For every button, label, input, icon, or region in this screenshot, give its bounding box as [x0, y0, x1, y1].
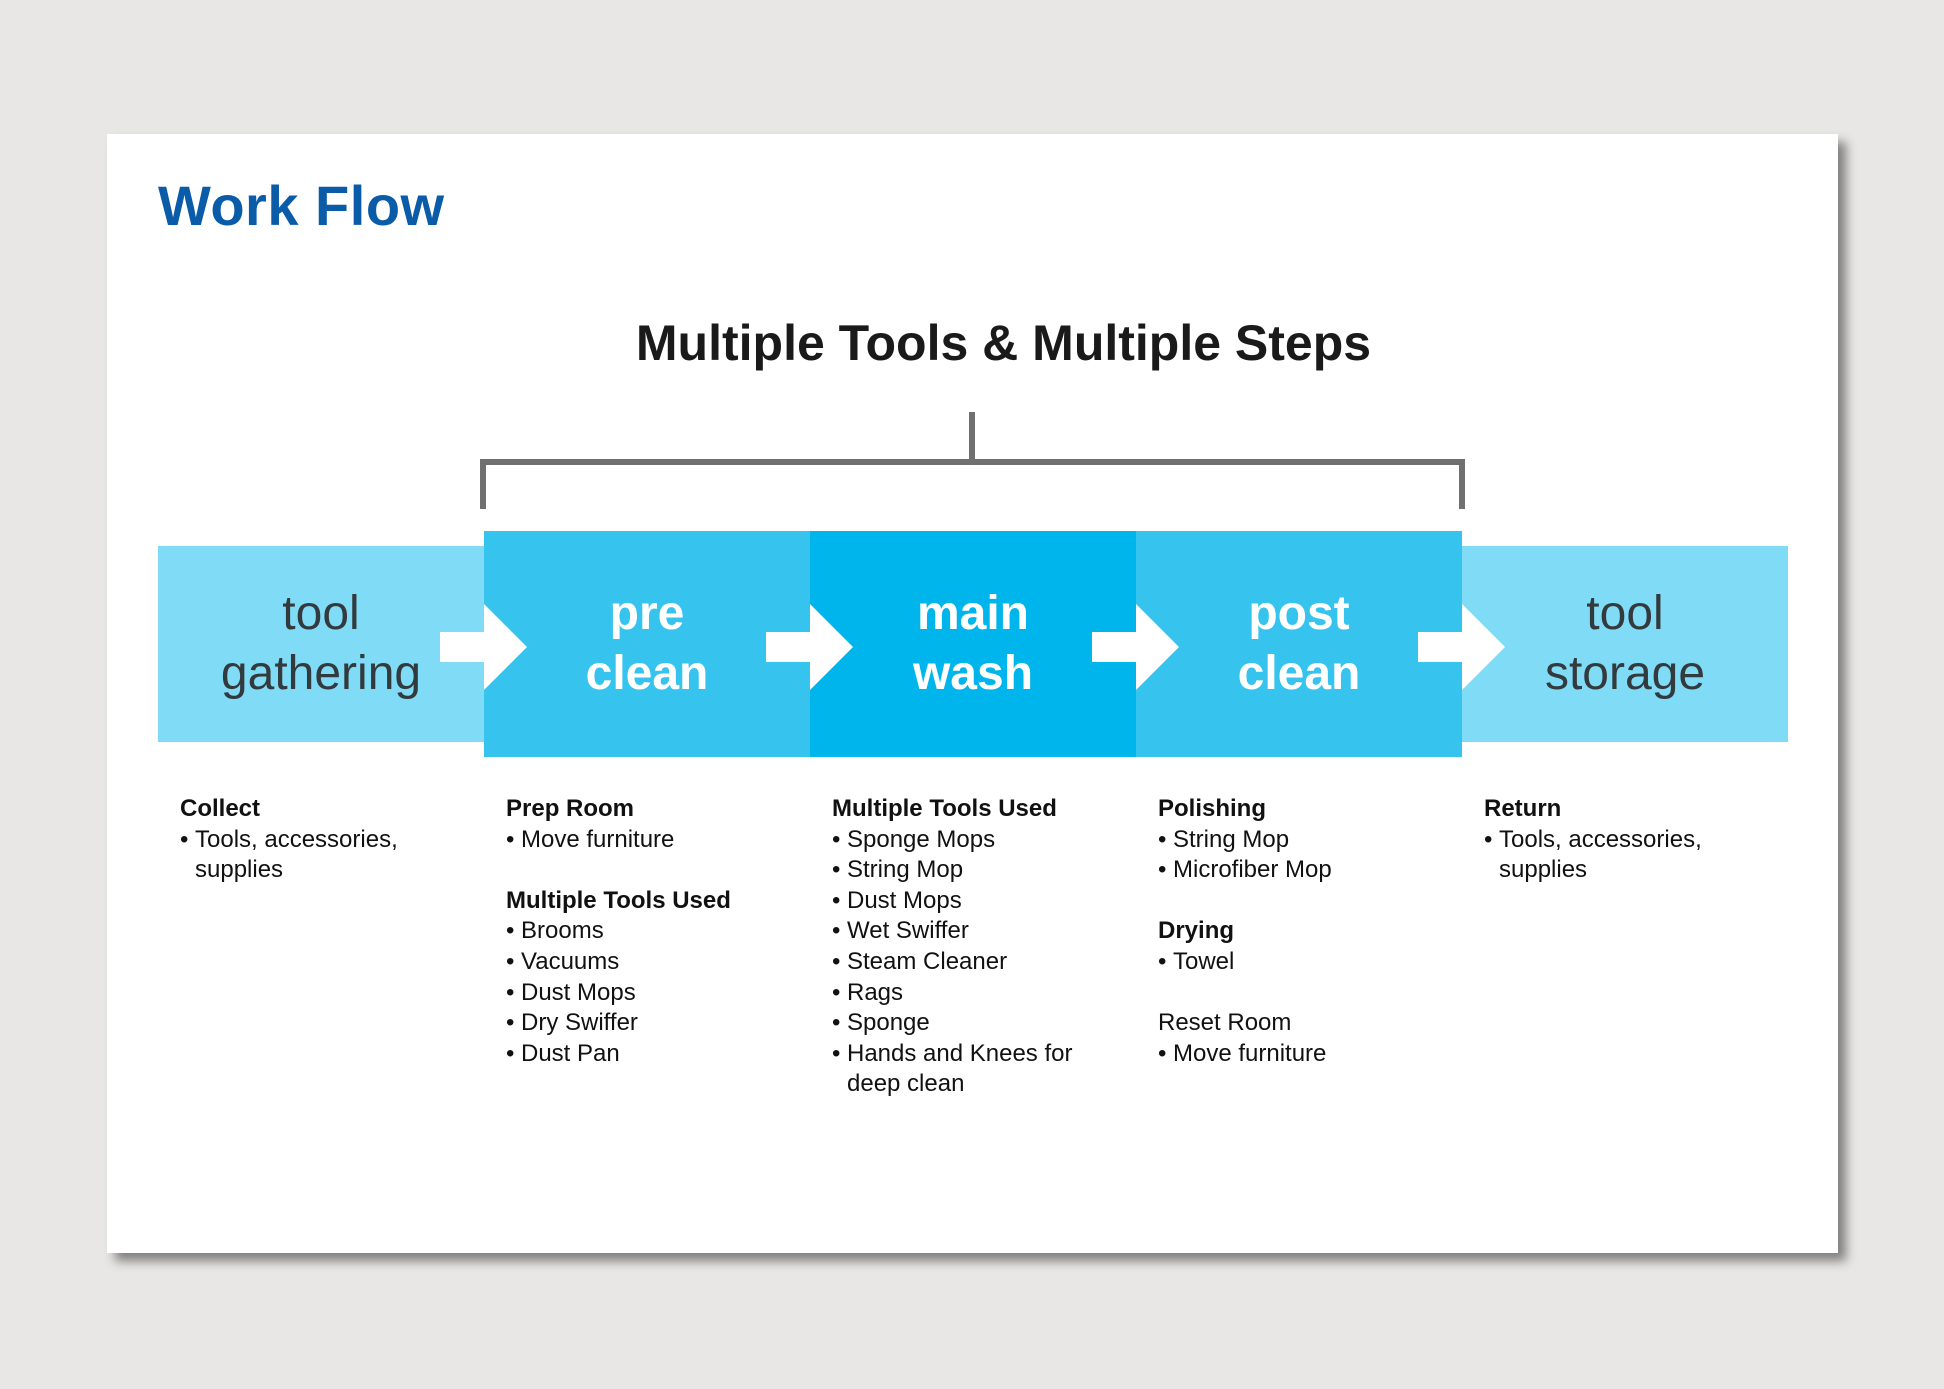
- detail-section: Polishing String Mop Microfiber Mop: [1158, 794, 1458, 886]
- bullet-item: String Mop: [1158, 825, 1458, 856]
- section-heading: Multiple Tools Used: [832, 795, 1057, 822]
- section-heading: Polishing: [1158, 795, 1266, 822]
- bullet-list: Sponge Mops String Mop Dust Mops Wet Swi…: [832, 825, 1132, 1100]
- bullet-item: Vacuums: [506, 947, 806, 978]
- section-heading: Multiple Tools Used: [506, 886, 731, 914]
- bullet-list: Move furniture: [1158, 1039, 1458, 1070]
- bullet-item: Tools, accessories, supplies: [1484, 825, 1784, 886]
- detail-column-post-clean: Polishing String Mop Microfiber Mop Dryi…: [1158, 794, 1458, 1069]
- detail-section: Collect Tools, accessories, supplies: [180, 794, 480, 886]
- flow-arrow-icon: [1418, 604, 1505, 690]
- step-post-clean: post clean: [1136, 531, 1462, 757]
- step-label: pre clean: [585, 587, 709, 700]
- step-label: post clean: [1237, 587, 1361, 700]
- bullet-item: Steam Cleaner: [832, 947, 1132, 978]
- detail-section: Multiple Tools Used Sponge Mops String M…: [832, 794, 1132, 1100]
- bullet-list: Tools, accessories, supplies: [1484, 825, 1784, 886]
- bracket-bar: [480, 459, 1465, 509]
- bullet-item: Move furniture: [506, 825, 806, 856]
- bullet-item: Microfiber Mop: [1158, 855, 1458, 886]
- diagram-heading: Multiple Tools & Multiple Steps: [635, 315, 1372, 371]
- step-main-wash: main wash: [810, 531, 1136, 757]
- bullet-item: Hands and Knees for deep clean: [832, 1039, 1132, 1100]
- bullet-item: String Mop: [832, 855, 1132, 886]
- section-heading: Collect: [180, 795, 261, 822]
- slide-card: Work Flow Multiple Tools & Multiple Step…: [107, 134, 1838, 1253]
- step-pre-clean: pre clean: [484, 531, 810, 757]
- detail-column-tool-storage: Return Tools, accessories, supplies: [1484, 794, 1784, 886]
- step-label: tool gathering: [220, 587, 422, 700]
- step-tool-gathering: tool gathering: [158, 546, 484, 742]
- step-tool-storage: tool storage: [1462, 546, 1788, 742]
- flow-arrow-icon: [766, 604, 853, 690]
- flow-arrow-icon: [440, 604, 527, 690]
- bullet-item: Move furniture: [1158, 1039, 1458, 1070]
- bullet-item: Sponge: [832, 1008, 1132, 1039]
- bullet-item: Dust Pan: [506, 1039, 806, 1070]
- detail-section: Prep Room Move furniture: [506, 794, 806, 855]
- detail-section: Drying Towel: [1158, 916, 1458, 977]
- detail-section: Reset Room Move furniture: [1158, 1008, 1458, 1069]
- detail-column-main-wash: Multiple Tools Used Sponge Mops String M…: [832, 794, 1132, 1100]
- step-label: tool storage: [1544, 587, 1706, 700]
- bullet-list: Brooms Vacuums Dust Mops Dry Swiffer Dus…: [506, 916, 806, 1069]
- bullet-list: Tools, accessories, supplies: [180, 825, 480, 886]
- section-heading: Return: [1484, 795, 1562, 822]
- detail-column-pre-clean: Prep Room Move furniture Multiple Tools …: [506, 794, 806, 1069]
- bullet-item: Brooms: [506, 916, 806, 947]
- bullet-item: Towel: [1158, 947, 1458, 978]
- step-label: main wash: [912, 587, 1034, 700]
- grouping-bracket: [480, 412, 1465, 509]
- bullet-item: Rags: [832, 978, 1132, 1009]
- detail-column-tool-gathering: Collect Tools, accessories, supplies: [180, 794, 480, 886]
- flow-arrow-icon: [1092, 604, 1179, 690]
- bullet-item: Dry Swiffer: [506, 1008, 806, 1039]
- bullet-item: Dust Mops: [832, 886, 1132, 917]
- bullet-item: Tools, accessories, supplies: [180, 825, 480, 886]
- detail-section: Multiple Tools Used Brooms Vacuums Dust …: [506, 886, 806, 1070]
- bullet-list: Move furniture: [506, 825, 806, 856]
- bullet-list: String Mop Microfiber Mop: [1158, 825, 1458, 886]
- bullet-item: Wet Swiffer: [832, 916, 1132, 947]
- bullet-item: Dust Mops: [506, 978, 806, 1009]
- detail-section: Return Tools, accessories, supplies: [1484, 794, 1784, 886]
- section-heading: Drying: [1158, 917, 1235, 945]
- bullet-list: Towel: [1158, 947, 1458, 978]
- section-heading: Prep Room: [506, 795, 635, 822]
- section-heading: Reset Room: [1158, 1009, 1292, 1037]
- page-title: Work Flow: [158, 174, 445, 237]
- bullet-item: Sponge Mops: [832, 825, 1132, 856]
